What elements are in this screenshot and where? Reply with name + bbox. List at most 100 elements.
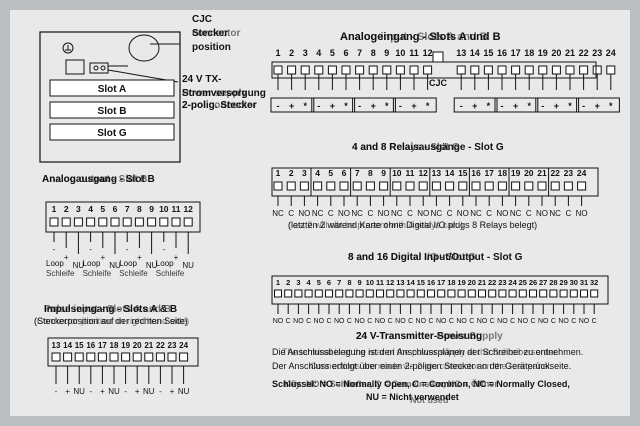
connector-pin-icon xyxy=(93,65,99,71)
dio-terminal xyxy=(559,289,568,298)
analog-output-terminal-number: 7 xyxy=(125,204,130,214)
slot-box xyxy=(49,123,175,141)
pulse-terminal-number: 14 xyxy=(63,341,72,350)
analog-input-terminal-number: 21 xyxy=(565,48,575,58)
analog-output-loop-bottom: Schleife xyxy=(83,269,112,278)
analog-output-terminal xyxy=(134,217,144,227)
analog-input-polarity: + xyxy=(411,101,416,111)
analog-input-terminal xyxy=(579,65,589,75)
dio-contact-label: C xyxy=(571,318,576,325)
analog-input-terminal-number: 2 xyxy=(289,48,294,58)
analog-input-terminal-number: 14 xyxy=(470,48,480,58)
relay-terminal xyxy=(458,181,468,191)
relay-contact-label: C xyxy=(368,209,374,218)
analog-input-terminal-number: 10 xyxy=(395,48,405,58)
pulse-row-label: NU xyxy=(143,387,155,396)
dio-contact-label: NO xyxy=(293,318,304,325)
relay-terminal-number: 24 xyxy=(577,168,587,178)
pulse-row-label: - xyxy=(124,387,127,396)
legend-en1: Key: NO = Schließer, C = Gemeinsam, NC =… xyxy=(284,379,498,389)
relay-terminal xyxy=(471,181,481,191)
relay-terminal-number: 3 xyxy=(302,168,307,178)
dio-contact-label: C xyxy=(388,318,393,325)
supply-callout-line4: 2-polig. Stecker xyxy=(182,100,257,111)
analog-output-terminal xyxy=(98,217,108,227)
pulse-terminal xyxy=(179,352,189,362)
analog-output-terminal xyxy=(159,217,169,227)
dio-terminal xyxy=(590,289,599,298)
relay-terminal-number: 12 xyxy=(418,168,428,178)
analog-output-row-label: + xyxy=(137,253,142,262)
relay-terminal-number: 21 xyxy=(537,168,547,178)
pulse-terminal xyxy=(51,352,61,362)
relay-terminal xyxy=(405,181,415,191)
analog-input-terminal xyxy=(314,65,324,75)
analog-output-terminal-number: 11 xyxy=(172,204,181,214)
relay-terminal-number: 15 xyxy=(458,168,468,178)
dio-terminal-number: 29 xyxy=(559,278,567,287)
analog-input-polarity: * xyxy=(426,101,430,111)
dio-terminal xyxy=(406,289,415,298)
analog-input-terminal-number: 16 xyxy=(497,48,507,58)
analog-output-loop-top: Loop xyxy=(83,259,101,268)
dio-terminal xyxy=(355,289,364,298)
relay-contact-label: C xyxy=(447,209,453,218)
analog-input-terminal xyxy=(470,65,480,75)
analog-input-terminal-number: 7 xyxy=(357,48,362,58)
device-body xyxy=(39,31,181,163)
analog-output-terminal xyxy=(171,217,181,227)
analog-input-terminal xyxy=(341,65,351,75)
analog-output-terminal xyxy=(183,217,193,227)
relay-terminal xyxy=(445,181,455,191)
dio-contact-label: NO xyxy=(436,318,447,325)
analog-input-terminal xyxy=(300,65,310,75)
relay-terminal xyxy=(286,181,296,191)
analog-input-polarity: + xyxy=(330,101,335,111)
analog-input-polarity: - xyxy=(501,101,504,111)
relay-contact-label: NO xyxy=(378,209,390,218)
dio-terminal xyxy=(437,289,446,298)
analog-output-title-en: Analog output - Slot B xyxy=(42,174,148,185)
dio-terminal xyxy=(427,289,435,298)
analog-input-terminal-number: 4 xyxy=(316,48,321,58)
relay-terminal xyxy=(484,181,494,191)
analog-input-terminal xyxy=(524,65,534,75)
analog-output-row-label: + xyxy=(174,253,179,262)
dio-terminal xyxy=(325,289,333,298)
dio-terminal xyxy=(467,289,476,298)
dio-contact-label: NO xyxy=(375,318,386,325)
dio-terminal-number: 27 xyxy=(539,278,547,287)
relay-contact-label: C xyxy=(328,209,334,218)
dio-terminal xyxy=(345,289,354,298)
analog-input-polarity: - xyxy=(541,101,544,111)
analog-input-terminal-number: 18 xyxy=(524,48,534,58)
pulse-title-de: Impulseingang - Slots A & B xyxy=(44,304,177,315)
pulse-terminal-number: 18 xyxy=(110,341,119,350)
analog-output-terminal xyxy=(73,217,83,227)
dio-terminal-number: 16 xyxy=(427,278,435,287)
relay-contact-label: NO xyxy=(338,209,350,218)
dio-terminal-number: 26 xyxy=(529,278,537,287)
analog-input-terminal xyxy=(355,65,365,75)
relay-note-de: (letzten 2 wärend Karte ohne Digital I/O… xyxy=(288,220,537,230)
analog-output-terminal xyxy=(49,217,59,227)
analog-input-terminal xyxy=(456,65,466,75)
analog-output-title-de: Analogausgang - Slot B xyxy=(42,174,155,185)
dio-contact-label: C xyxy=(306,318,311,325)
power-text-de2: Der Anschluss erfolgt über einen 2-polig… xyxy=(272,361,571,371)
dio-terminal-number: 22 xyxy=(488,278,496,287)
analog-input-terminal xyxy=(497,65,507,75)
analog-input-polarity: * xyxy=(527,101,531,111)
analog-input-polarity: - xyxy=(582,101,585,111)
pulse-terminal xyxy=(132,352,142,362)
pulse-terminal xyxy=(109,352,119,362)
pulse-row-label: NU xyxy=(178,387,190,396)
relay-contact-label: C xyxy=(526,209,532,218)
relay-contact-label: NC xyxy=(391,209,403,218)
dio-terminal-number: 13 xyxy=(396,278,404,287)
slot-box xyxy=(49,101,175,119)
analog-output-loop-bottom: Schleife xyxy=(156,269,185,278)
